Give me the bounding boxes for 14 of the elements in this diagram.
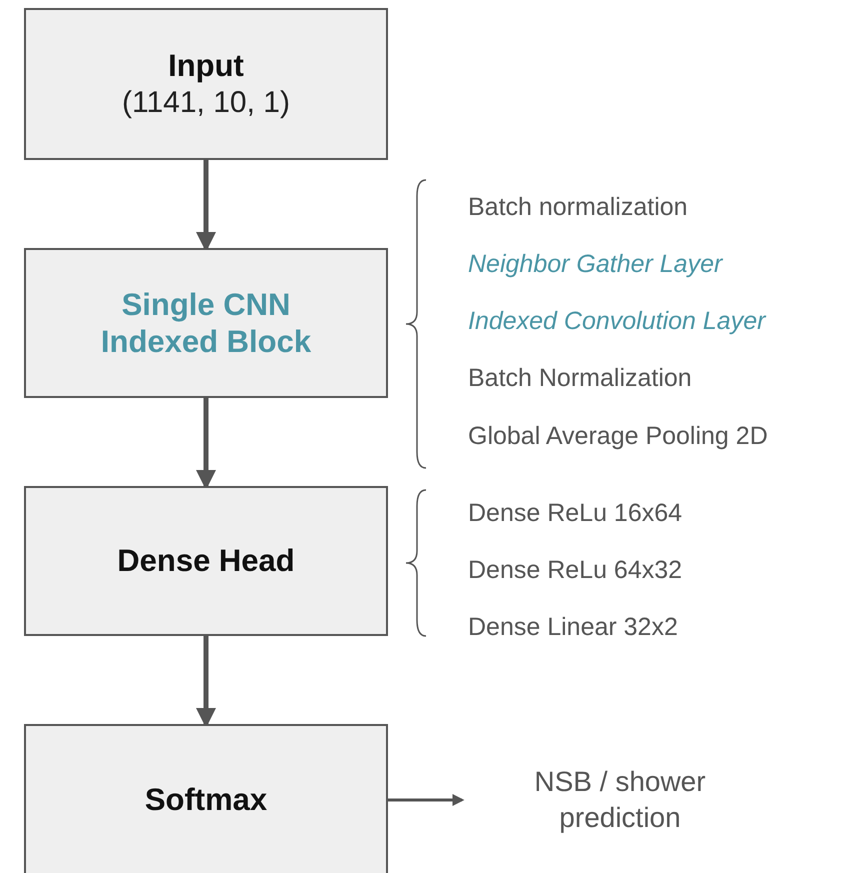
layer-label: Batch Normalization [468,364,692,393]
layer-box: Input (1141, 10, 1) [24,8,388,160]
layer-label: Dense ReLu 64x32 [468,556,682,585]
layer-label: Global Average Pooling 2D [468,422,768,451]
output-label: NSB / shower prediction [533,764,707,835]
layer-box: Softmax [24,724,388,873]
layer-label: Dense Linear 32x2 [468,613,678,642]
layer-label: Dense ReLu 16x64 [468,499,682,528]
layer-box: Dense Head [24,486,388,636]
layer-label: Indexed Convolution Layer [468,307,766,336]
layer-label: Batch normalization [468,193,688,222]
layer-label: Neighbor Gather Layer [468,250,722,279]
arrow [388,794,464,806]
layer-box: Single CNN Indexed Block [24,248,388,398]
